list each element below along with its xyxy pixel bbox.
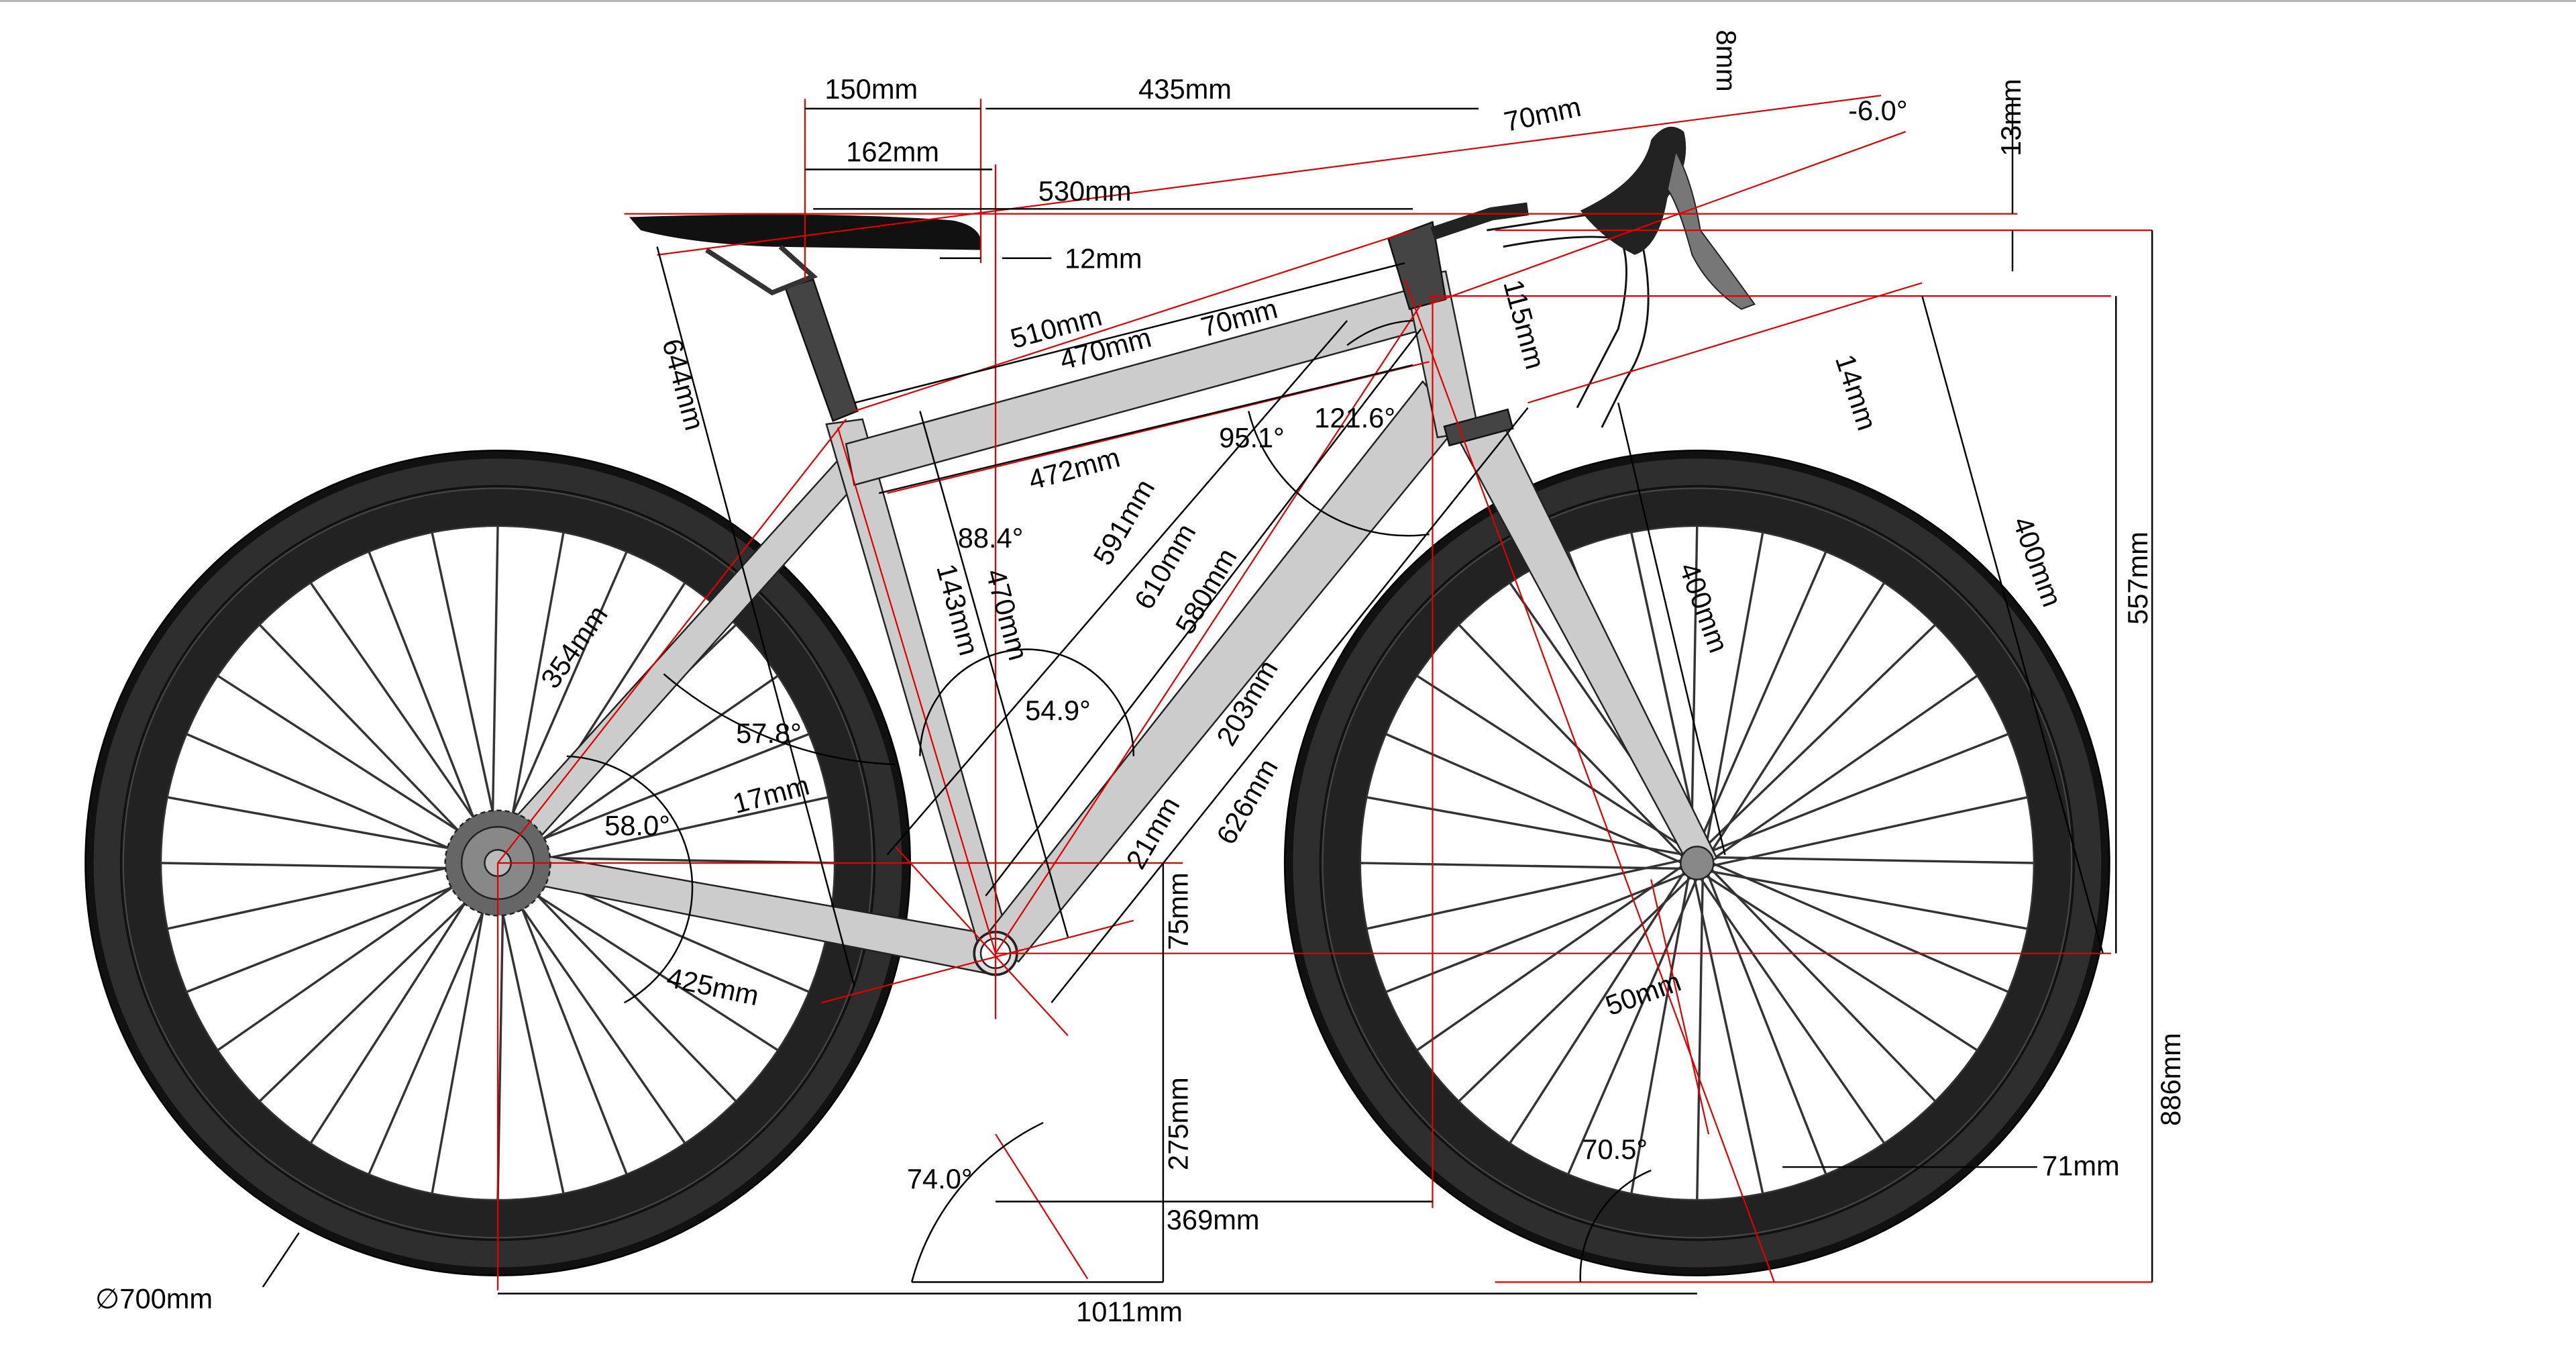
spoke [1711, 870, 2028, 930]
spoke [508, 874, 628, 1175]
spoke [1700, 878, 1886, 1144]
label-wheel-diameter: ∅700mm [95, 1283, 213, 1315]
label-162mm: 162mm [846, 136, 939, 167]
front-hub [1680, 846, 1715, 880]
spoke [490, 525, 499, 848]
spoke [1630, 876, 1690, 1194]
spoke [1366, 796, 1684, 856]
label-369mm: 369mm [1167, 1204, 1260, 1235]
label-275mm: 275mm [1163, 1077, 1194, 1170]
label-58-0deg: 58.0° [604, 809, 670, 841]
spoke [513, 796, 828, 867]
spoke [1712, 674, 1978, 860]
spoke [431, 532, 502, 848]
label-886mm: 886mm [2155, 1033, 2186, 1126]
spoke [1693, 878, 1764, 1194]
spoke [1360, 862, 1682, 870]
spoke [497, 551, 628, 848]
spoke [506, 875, 779, 1052]
spoke [1711, 869, 1937, 1103]
spoke [431, 876, 491, 1194]
spoke [1713, 862, 2009, 993]
spoke [186, 733, 482, 864]
label-557mm: 557mm [2122, 531, 2153, 625]
spoke [513, 856, 835, 864]
spoke [1458, 876, 1691, 1103]
label-75mm: 75mm [1163, 872, 1194, 950]
spoke [1416, 866, 1682, 1052]
label-435mm: 435mm [1138, 73, 1232, 105]
spoke [1567, 878, 1698, 1175]
stem [1387, 221, 1447, 311]
label-95-1deg: 95.1° [1219, 421, 1285, 453]
spoke [1696, 878, 1704, 1201]
spoke [1385, 872, 1686, 993]
brake-lever [1666, 149, 1756, 310]
frame [444, 126, 1756, 976]
brake-hood [1580, 126, 1686, 255]
spoke [496, 878, 505, 1201]
headset-spacer [1443, 408, 1514, 447]
label-74-0deg: 74.0° [907, 1163, 973, 1195]
spoke [505, 532, 565, 850]
spoke [1366, 859, 1681, 930]
dimension-lines [262, 99, 2153, 1294]
label-121-6deg: 121.6° [1314, 402, 1395, 434]
spoke [217, 674, 489, 851]
label-54-9deg: 54.9° [1025, 695, 1091, 726]
spoke [1630, 532, 1701, 848]
spoke [1707, 874, 1827, 1175]
spoke [309, 582, 495, 848]
spoke [368, 878, 498, 1175]
label-1011mm: 1011mm [1076, 1296, 1183, 1327]
spoke [1697, 551, 1827, 848]
spoke [509, 733, 810, 854]
spoke [1385, 733, 1682, 864]
label-150mm: 150mm [824, 73, 918, 105]
spoke [512, 869, 737, 1103]
spoke [1706, 875, 1978, 1052]
spoke [513, 674, 779, 860]
spoke [1690, 525, 1699, 848]
spoke [309, 872, 486, 1144]
spoke [1703, 623, 1936, 850]
spoke [1713, 796, 2028, 867]
label-8mm: 8mm [1711, 30, 1742, 92]
label-13mm: 13mm [1995, 79, 2027, 156]
spoke [1416, 674, 1688, 851]
spoke [1709, 582, 1886, 854]
spoke [258, 623, 484, 857]
construction-lines [496, 95, 2153, 1290]
spoke [258, 876, 492, 1103]
label-530mm: 530mm [1038, 175, 1132, 207]
spoke [217, 866, 483, 1052]
label-12mm: 12mm [1065, 242, 1142, 274]
label-stem-angle: -6.0° [1848, 95, 1907, 126]
spoke [500, 878, 686, 1144]
spoke [1458, 623, 1683, 857]
spoke [368, 551, 488, 852]
spoke [494, 878, 565, 1194]
spoke [1704, 532, 1764, 850]
spoke [167, 859, 482, 930]
spoke [186, 872, 486, 993]
spoke [167, 796, 484, 856]
label-70-5deg: 70.5° [1582, 1133, 1648, 1165]
label-57-8deg: 57.8° [736, 717, 802, 749]
spoke [160, 862, 483, 870]
label-88-4deg: 88.4° [958, 522, 1024, 554]
spoke [1709, 733, 2009, 854]
spoke [1712, 856, 2034, 864]
label-71mm: 71mm [2042, 1150, 2120, 1181]
spoke [1509, 872, 1685, 1144]
